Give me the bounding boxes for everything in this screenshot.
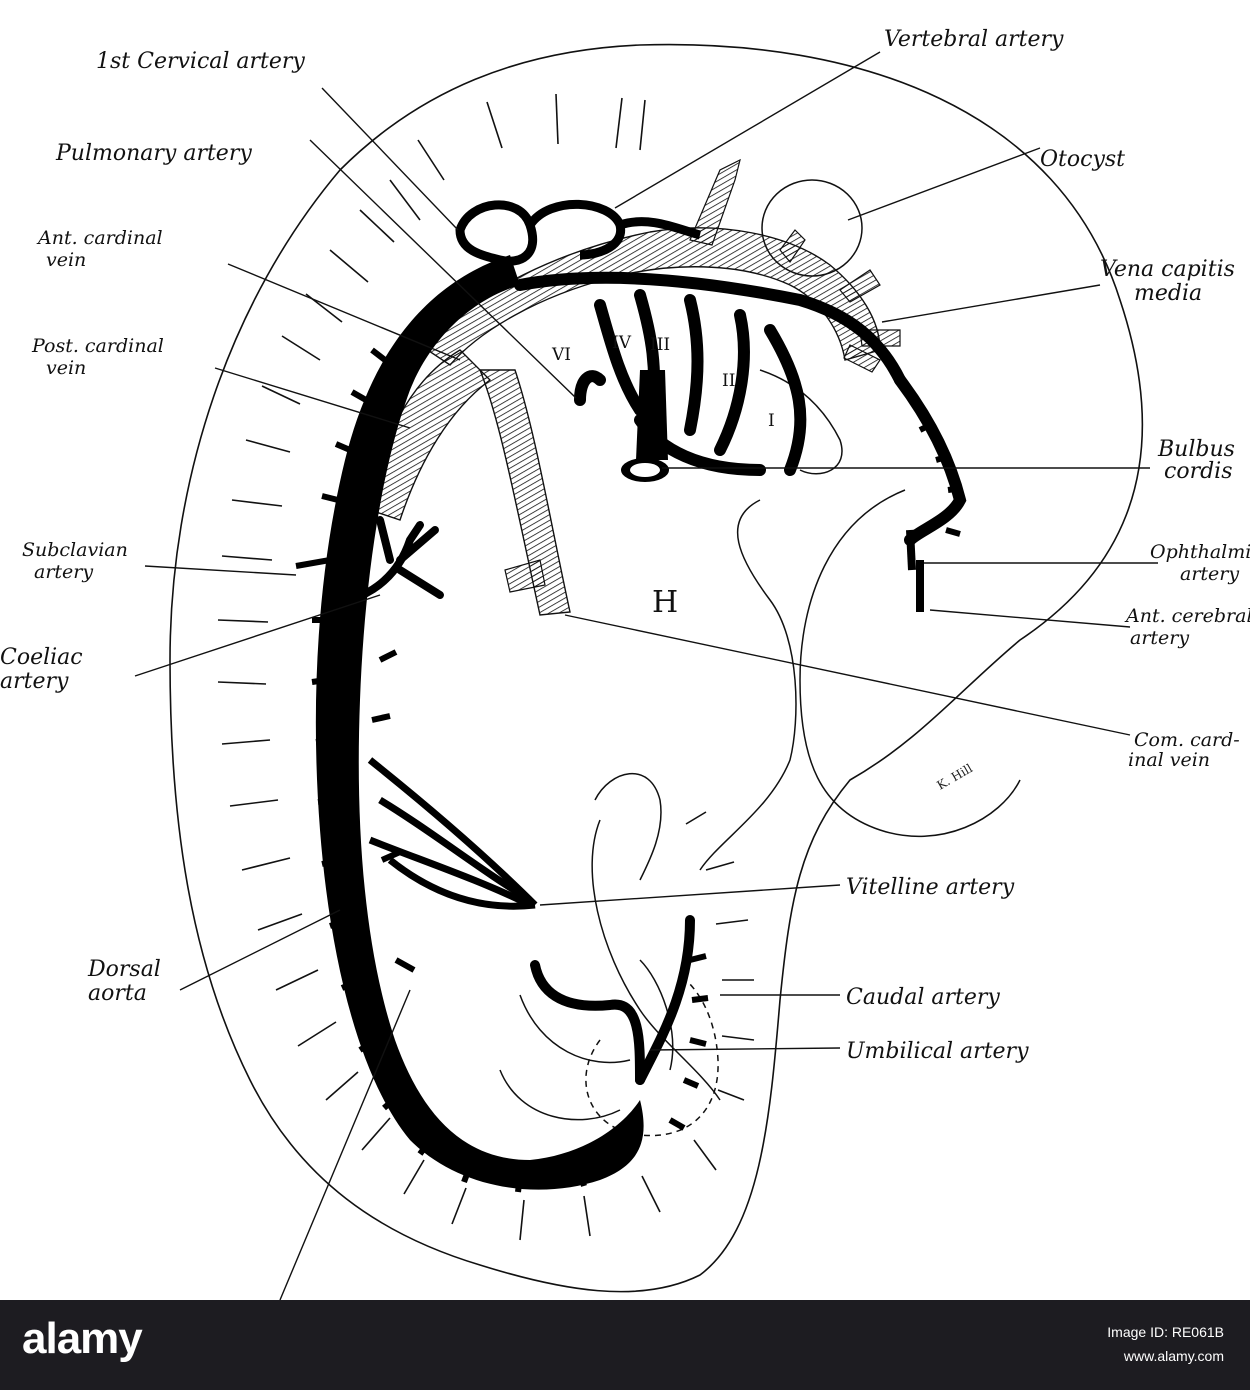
vertebral-loops [455,199,702,266]
label-pulmonary-artery: Pulmonary artery [55,141,252,166]
arch-numeral-I: I [768,411,775,431]
label-ant-cardinal-vein-1: Ant. cardinal [36,227,163,249]
label-vertebral-artery: Vertebral artery [884,27,1064,52]
aortic-arches [514,271,967,546]
embryo-vascular-diagram: 1st Cervical artery Vertebral artery Pul… [0,27,1250,1300]
com-cardinal-vein-shape [478,369,571,616]
label-ant-cardinal-vein-2: vein [46,249,86,271]
label-ant-cerebral-artery-1: Ant. cerebral [1124,605,1250,627]
gut-curve [519,994,631,1064]
label-subclavian-artery-2: artery [34,561,93,583]
umbilical-caudal [530,915,695,1085]
label-1st-cervical-artery: 1st Cervical artery [96,49,305,74]
stock-image-info: Image ID: RE061B www.alamy.com [1107,1320,1224,1368]
label-vitelline-artery: Vitelline artery [846,875,1015,900]
subclavian-vein-stub [504,559,546,593]
label-umbilical-artery: Umbilical artery [846,1039,1029,1064]
intersegmental-stubs [295,347,963,1193]
hindgut-outline [594,772,662,881]
label-ophthalmic-artery-1: Ophthalmic [1150,541,1250,563]
label-com-cardinal-vein-1: Com. card- [1134,729,1240,751]
allantois-dash [585,974,719,1137]
stock-banner: alamy Image ID: RE061B www.alamy.com [0,1300,1250,1390]
tail-outline [591,819,721,1101]
label-vena-capitis-1: Vena capitis [1100,257,1235,282]
label-vena-capitis-2: media [1134,281,1202,306]
alamy-logo[interactable]: alamy [22,1314,143,1363]
label-dorsal-aorta-2: aorta [88,981,147,1006]
vena-capitis-branch [843,344,881,373]
label-coeliac-artery-1: Coeliac [0,645,83,670]
vena-capitis-branch [779,229,806,263]
label-post-cardinal-vein-2: vein [46,357,86,379]
pharynx-outline [759,369,843,475]
coeliac-branches [346,516,444,604]
arch-numeral-III: III [650,335,670,355]
forebrain-outline [799,489,1021,838]
label-dorsal-aorta-1: Dorsal [87,957,161,982]
vena-capitis-branch [839,269,881,303]
label-ophthalmic-artery-2: artery [1180,563,1239,585]
label-coeliac-artery-2: artery [0,669,69,694]
cardinal-veins [369,158,901,616]
artist-signature: K. Hill [935,761,976,792]
arterial-system [295,199,967,1193]
vena-capitis-branch [689,158,741,246]
label-bulbus-cordis-2: cordis [1164,459,1233,484]
image-id: Image ID: RE061B [1107,1324,1224,1340]
leader-lines [134,51,1158,1300]
arch-numeral-IV: IV [612,333,632,353]
vitelline-branches [367,757,538,910]
ophthalmic-cerebral-stems [906,529,924,612]
label-subclavian-artery-1: Subclavian [22,539,128,561]
embryo-outline [169,43,1144,1293]
heart-letter: H [652,585,678,620]
label-caudal-artery: Caudal artery [846,985,1000,1010]
label-com-cardinal-vein-2: inal vein [1128,749,1210,771]
label-otocyst: Otocyst [1040,147,1125,172]
somite-marks [217,93,755,1241]
label-ant-cerebral-artery-2: artery [1130,627,1189,649]
cloaca-curve [639,959,674,1071]
label-bulbus-cordis-1: Bulbus [1157,437,1235,462]
arch-numeral-II: II [722,371,735,391]
notochord-curve [499,1069,621,1121]
bulbus-cordis-shape [636,370,668,460]
heart-outline [699,499,797,871]
label-post-cardinal-vein-1: Post. cardinal [31,335,164,357]
arch-numeral-VI: VI [551,345,571,365]
site-url[interactable]: www.alamy.com [1123,1348,1224,1364]
diagram-svg: 1st Cervical artery Vertebral artery Pul… [0,27,1250,1300]
